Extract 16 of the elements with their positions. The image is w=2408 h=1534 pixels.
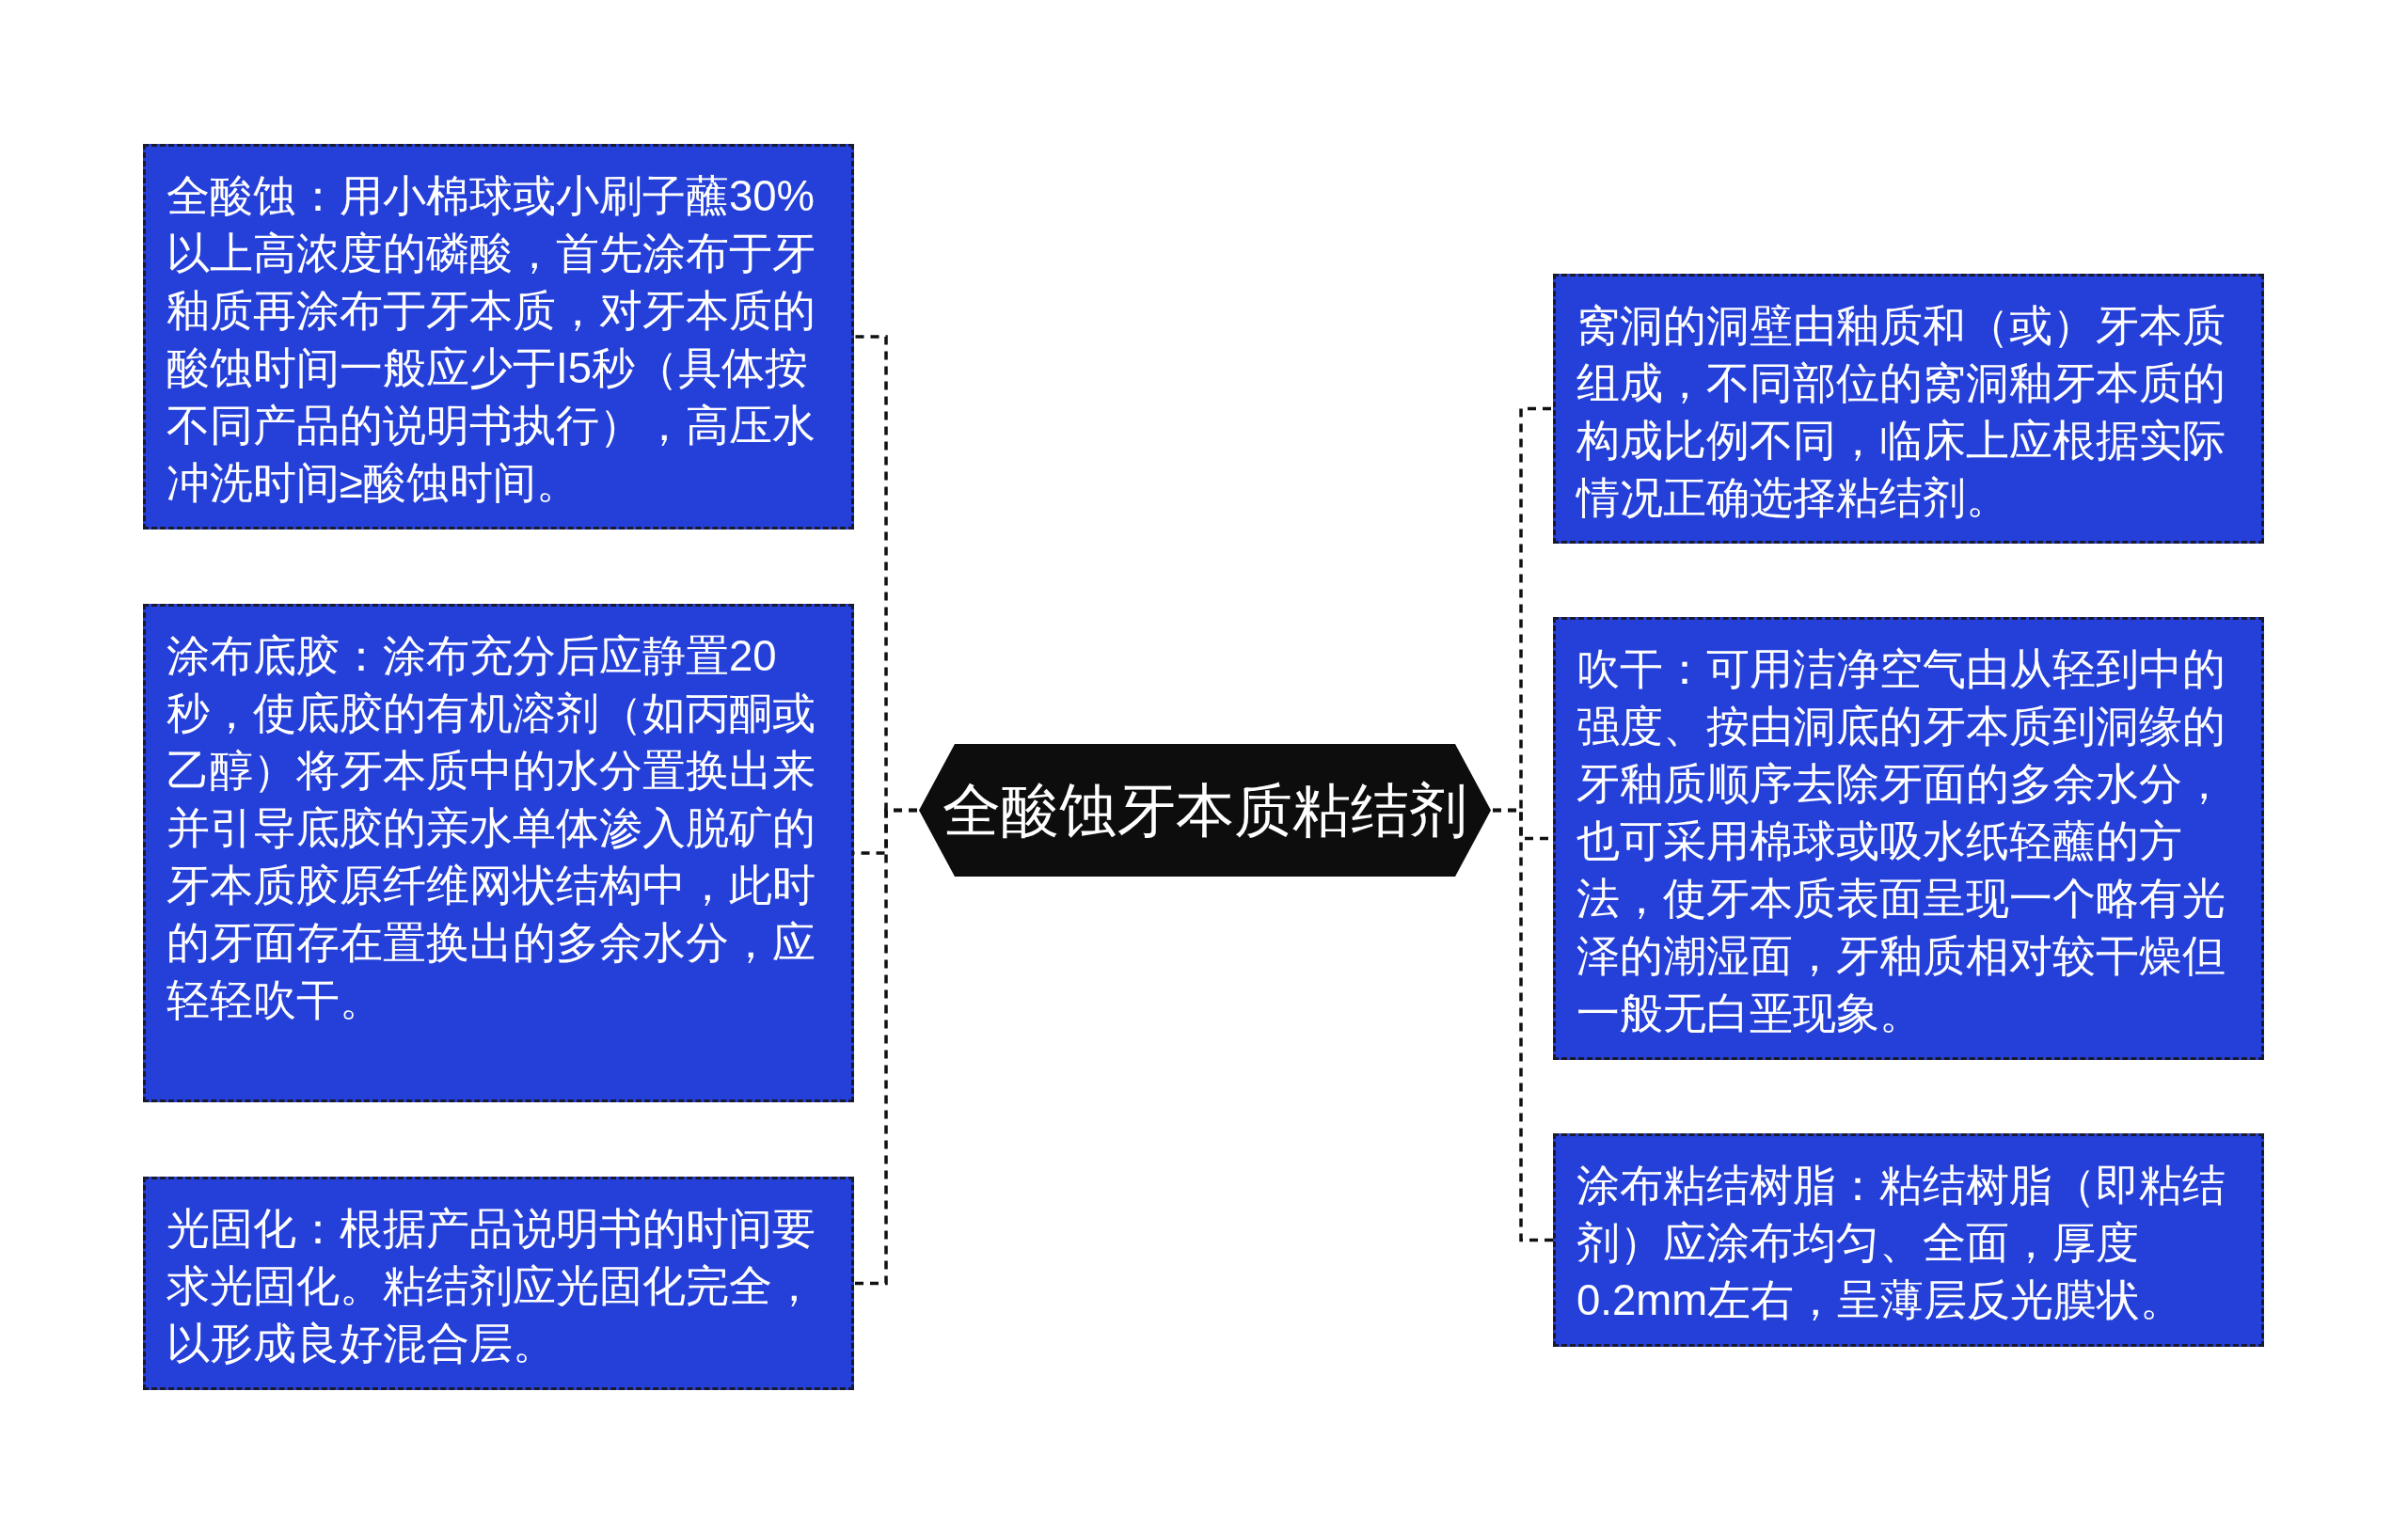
- central-topic-hexagon: [917, 742, 1493, 878]
- note-text: 全酸蚀：用小棉球或小刷子蘸30%以上高浓度的磷酸，首先涂布于牙釉质再涂布于牙本质，对牙本质的酸蚀时间一般应少于I5秒（具体按不同产品的说明书执行），高压水冲洗时间≥酸蚀时间。: [166, 171, 816, 509]
- note-text: 吹干：可用洁净空气由从轻到中的强度、按由洞底的牙本质到洞缘的牙釉质顺序去除牙面的多余水分，也可采用棉球或吸水纸轻蘸的方法，使牙本质表面呈现一个略有光泽的潮湿面，牙釉质相对较干燥但一般无白垩现象。: [1576, 644, 2226, 1039]
- note-box: [1553, 617, 2264, 1060]
- topic-title: 全酸蚀牙本质粘结剂: [942, 776, 1468, 845]
- connector-line: [1493, 808, 1553, 1242]
- note-text: 窝洞的洞壁由釉质和（或）牙本质组成，不同部位的窝洞釉牙本质的构成比例不同，临床上应根据实际情况正确选择粘结剂。: [1576, 301, 2226, 524]
- note-text: 光固化：根据产品说明书的时间要求光固化。粘结剂应光固化完全，以形成良好混合层。: [166, 1204, 816, 1369]
- connector-line: [854, 808, 917, 1286]
- note-box: [143, 1177, 854, 1390]
- note-box: [1553, 1133, 2264, 1347]
- note-box: [1553, 274, 2264, 544]
- note-box: [143, 144, 854, 530]
- note-text: 涂布粘结树脂：粘结树脂（即粘结剂）应涂布均匀、全面，厚度0.2mm左右，呈薄层反光膜状。: [1576, 1161, 2226, 1326]
- note-box: [143, 604, 854, 1102]
- note-text: 涂布底胶：涂布充分后应静置20秒，使底胶的有机溶剂（如丙酮或乙醇）将牙本质中的水分置换出来并引导底胶的亲水单体渗入脱矿的牙本质胶原纤维网状结构中，此时的牙面存在置换出的多余水分，应轻轻吹干。: [166, 631, 816, 1026]
